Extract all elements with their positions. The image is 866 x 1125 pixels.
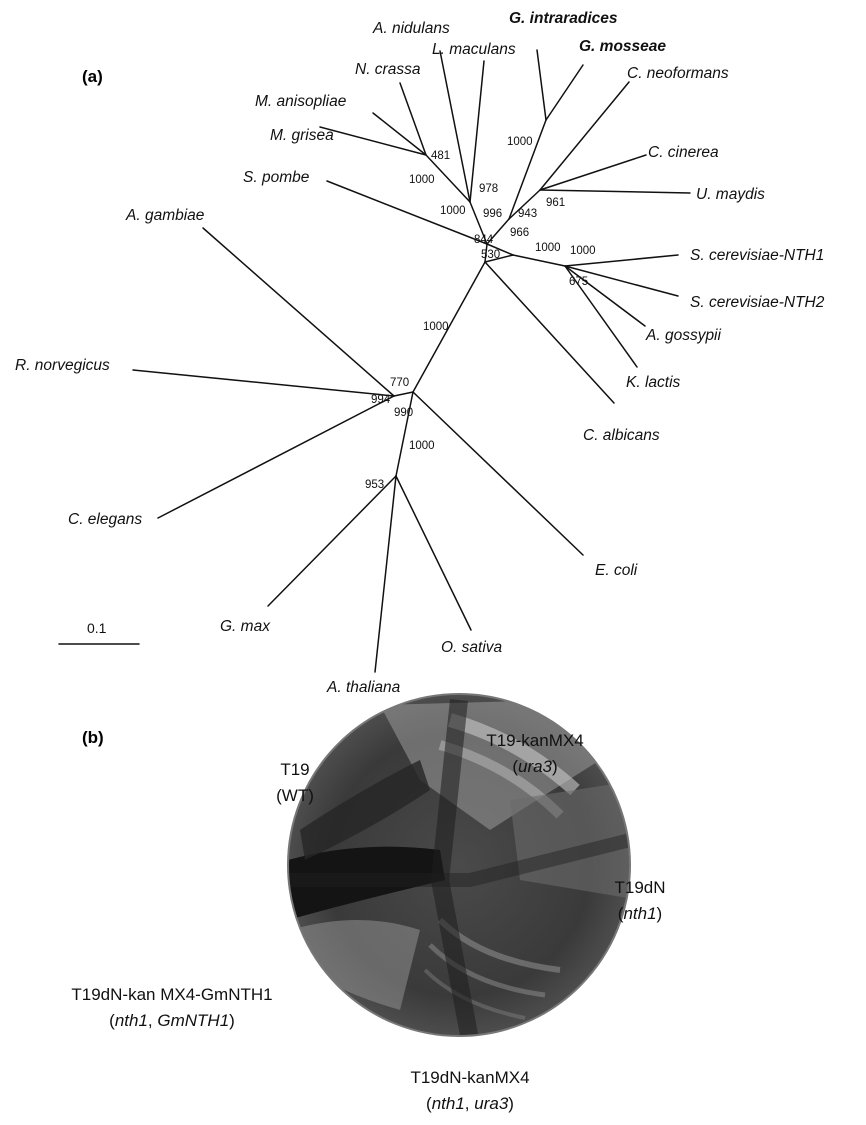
taxon-label: M. grisea bbox=[270, 127, 334, 144]
branch bbox=[267, 475, 397, 607]
branch bbox=[539, 81, 630, 191]
taxon-label: C. albicans bbox=[583, 427, 660, 444]
strain-label-t19dn: T19dN bbox=[614, 878, 665, 897]
branch bbox=[326, 180, 488, 245]
taxon-label: A. nidulans bbox=[372, 20, 450, 37]
genotype-label-t19dn: (nth1) bbox=[618, 904, 662, 923]
bootstrap-value: 966 bbox=[510, 227, 529, 239]
taxon-label: S. cerevisiae-NTH2 bbox=[690, 294, 825, 311]
bootstrap-value: 994 bbox=[371, 394, 391, 406]
taxon-label: A. gambiae bbox=[125, 207, 205, 224]
taxon-label: E. coli bbox=[595, 562, 638, 579]
bootstrap-value: 961 bbox=[546, 197, 565, 209]
branch bbox=[439, 50, 471, 203]
strain-label-t19: T19 bbox=[280, 760, 309, 779]
bootstrap-value: 943 bbox=[518, 208, 537, 220]
branch bbox=[564, 265, 679, 297]
taxon-label: U. maydis bbox=[696, 186, 765, 203]
taxon-labels: G. intraradices G. mosseae A. nidulans L… bbox=[15, 10, 825, 696]
genotype-label-gmnth1: (nth1, GmNTH1) bbox=[109, 1011, 235, 1030]
taxon-label: O. sativa bbox=[441, 639, 503, 656]
branch bbox=[484, 243, 488, 263]
branch bbox=[372, 112, 427, 156]
strain-label-t19-kanmx4: T19-kanMX4 bbox=[486, 731, 583, 750]
strain-label-gmnth1: T19dN-kan MX4-GmNTH1 bbox=[71, 985, 272, 1004]
genotype-label-t19-kanmx4: (ura3) bbox=[512, 757, 557, 776]
branch bbox=[374, 475, 397, 673]
bootstrap-value: 953 bbox=[365, 479, 384, 491]
branch bbox=[508, 119, 547, 220]
branch bbox=[202, 227, 395, 397]
branch bbox=[395, 475, 472, 631]
bootstrap-value: 1000 bbox=[409, 440, 435, 452]
taxon-label: N. crassa bbox=[355, 61, 421, 78]
plate-labels: T19 (WT) T19-kanMX4 (ura3) T19dN (nth1) … bbox=[71, 731, 665, 1113]
scale-bar-label: 0.1 bbox=[87, 620, 107, 636]
taxon-label: G. intraradices bbox=[509, 10, 618, 27]
branch bbox=[132, 369, 395, 397]
branch bbox=[564, 265, 646, 327]
bootstrap-value: 1000 bbox=[507, 136, 533, 148]
genotype-label-t19: (WT) bbox=[276, 786, 314, 805]
bootstrap-value: 1000 bbox=[440, 205, 466, 217]
branch bbox=[399, 82, 427, 156]
branch bbox=[539, 154, 647, 191]
taxon-label: A. thaliana bbox=[326, 679, 401, 696]
bootstrap-value: 770 bbox=[390, 377, 409, 389]
branch bbox=[412, 391, 584, 556]
taxon-label: S. cerevisiae-NTH1 bbox=[690, 247, 824, 264]
branch bbox=[508, 189, 541, 220]
branch bbox=[545, 64, 584, 121]
taxon-label: L. maculans bbox=[432, 41, 516, 58]
branch bbox=[319, 126, 427, 156]
bootstrap-value: 990 bbox=[394, 407, 413, 419]
bootstrap-value: 481 bbox=[431, 150, 450, 162]
taxon-label: C. cinerea bbox=[648, 144, 719, 161]
taxon-label: C. neoformans bbox=[627, 65, 729, 82]
taxon-label: A. gossypii bbox=[645, 327, 722, 344]
panel-a-label: (a) bbox=[82, 67, 103, 86]
branch bbox=[395, 391, 414, 477]
branch bbox=[486, 218, 510, 245]
branch bbox=[412, 261, 486, 393]
branch bbox=[564, 254, 679, 267]
branch bbox=[486, 243, 514, 256]
bootstrap-value: 675 bbox=[569, 276, 588, 288]
taxon-label: C. elegans bbox=[68, 511, 142, 528]
branch bbox=[484, 261, 615, 404]
taxon-label: S. pombe bbox=[243, 169, 310, 186]
strain-label-t19dn-kanmx4: T19dN-kanMX4 bbox=[410, 1068, 529, 1087]
branch bbox=[425, 154, 471, 203]
branch bbox=[469, 201, 488, 245]
bootstrap-value: 530 bbox=[481, 249, 500, 261]
taxon-label: G. max bbox=[220, 618, 271, 635]
branch bbox=[157, 395, 395, 519]
branch bbox=[484, 254, 514, 263]
bootstrap-values: 1000 481 1000 978 1000 996 943 961 966 8… bbox=[365, 136, 596, 491]
branch bbox=[564, 265, 638, 368]
panel-b-label: (b) bbox=[82, 728, 104, 747]
taxon-label: G. mosseae bbox=[579, 38, 666, 55]
petri-plate-photo bbox=[287, 693, 631, 1037]
branch bbox=[536, 49, 547, 121]
bootstrap-value: 1000 bbox=[423, 321, 449, 333]
branch bbox=[512, 254, 566, 267]
branch bbox=[539, 189, 691, 194]
genotype-label-t19dn-kanmx4: (nth1, ura3) bbox=[426, 1094, 514, 1113]
bootstrap-value: 1000 bbox=[409, 174, 435, 186]
branch bbox=[469, 60, 485, 203]
bootstrap-value: 1000 bbox=[570, 245, 596, 257]
bootstrap-value: 978 bbox=[479, 183, 498, 195]
taxon-label: M. anisopliae bbox=[255, 93, 347, 110]
phylogenetic-tree bbox=[132, 49, 691, 673]
bootstrap-value: 1000 bbox=[535, 242, 561, 254]
bootstrap-value: 996 bbox=[483, 208, 502, 220]
scale-bar: 0.1 bbox=[58, 620, 140, 645]
taxon-label: R. norvegicus bbox=[15, 357, 110, 374]
bootstrap-value: 844 bbox=[474, 234, 494, 246]
taxon-label: K. lactis bbox=[626, 374, 681, 391]
branch bbox=[393, 391, 414, 397]
